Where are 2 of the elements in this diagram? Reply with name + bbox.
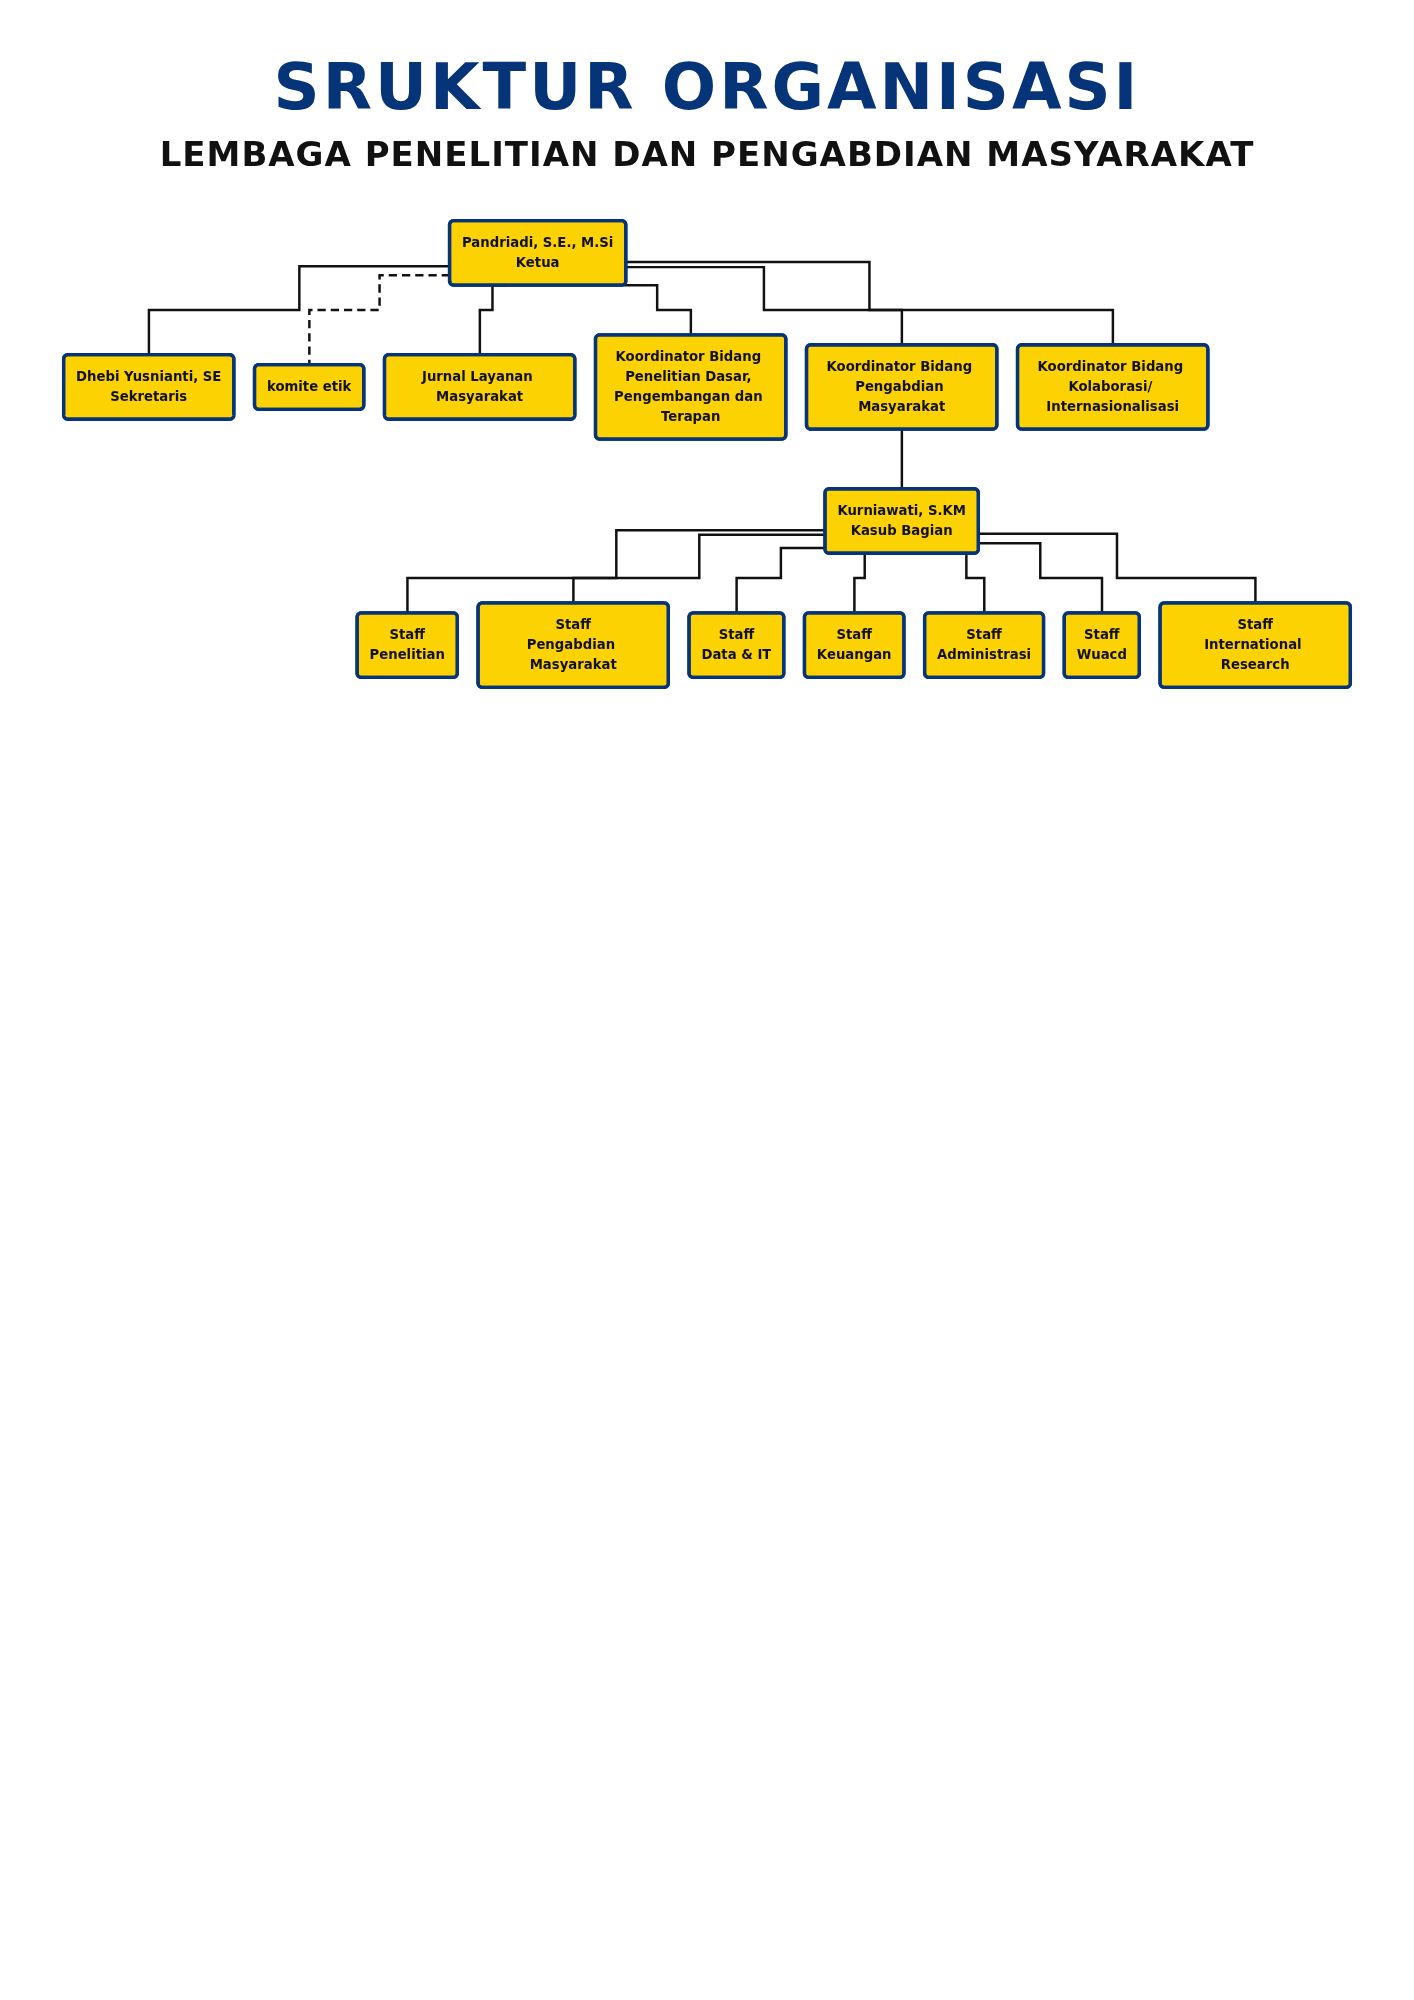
subtitle: LEMBAGA PENELITIAN DAN PENGABDIAN MASYARAKAT [158, 134, 1256, 174]
title: SRUKTUR ORGANISASI [272, 50, 1142, 124]
